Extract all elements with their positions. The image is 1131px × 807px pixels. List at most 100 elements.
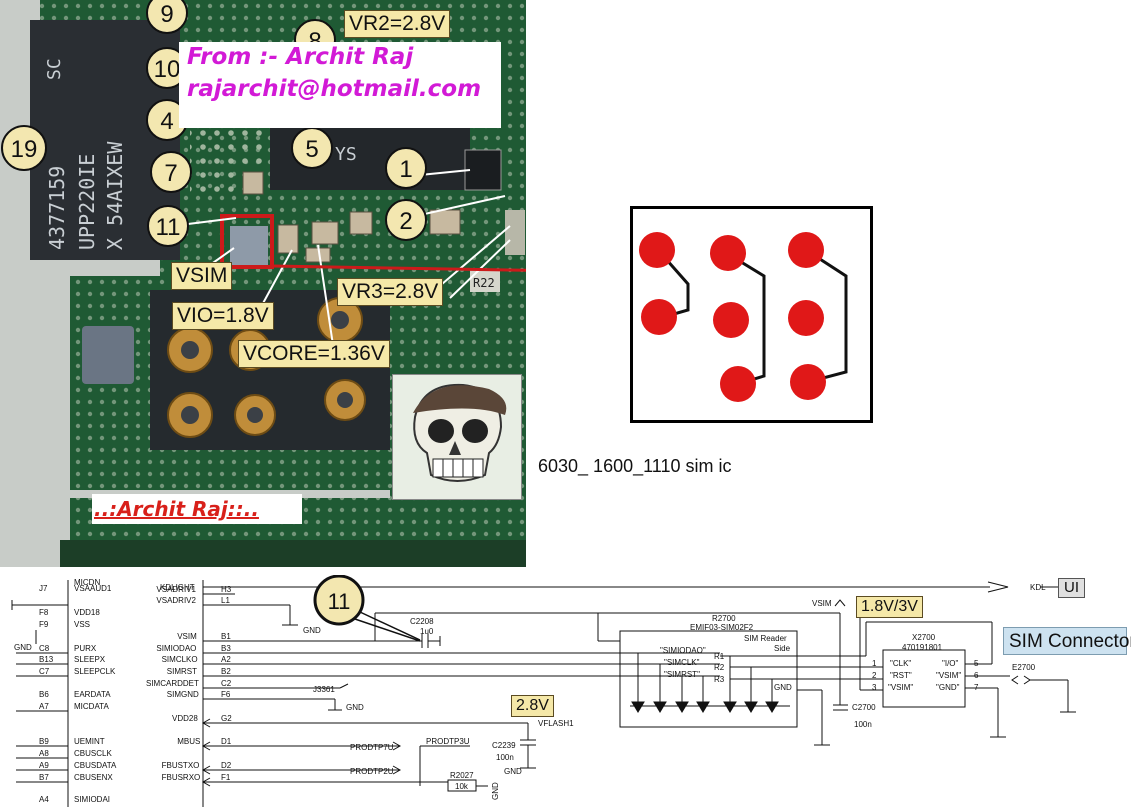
net-gnd-c2239: GND — [504, 767, 522, 776]
pinout-pad — [710, 235, 746, 271]
vsim-voltage-badge: 1.8V/3V — [856, 596, 923, 618]
r1-label: R1 — [714, 652, 725, 661]
kdlight-label: KDLIGHT — [160, 583, 195, 592]
r2700-gnd: GND — [774, 683, 792, 692]
kdl-label: KDL — [1030, 583, 1046, 592]
badge-10: 10 — [146, 47, 188, 89]
skull-drawing — [413, 383, 507, 482]
chip-marking-1: UPP220IE — [75, 154, 99, 250]
resistor-r22: R22 — [473, 276, 495, 290]
test-point-badges: 9 8 10 4 7 11 5 1 2 19 — [1, 0, 427, 247]
r2700-label: R2700 — [712, 614, 736, 623]
e2700-label: E2700 — [1012, 663, 1036, 672]
svg-text:10: 10 — [154, 56, 181, 83]
chip-marking-3: 4377159 — [45, 166, 69, 250]
net-gnd-r2027: GND — [491, 782, 500, 800]
x2700-pin5: 5 — [974, 659, 979, 668]
sim-reader-label: SIM Reader — [744, 634, 787, 643]
x2700-pin3: 3 — [872, 683, 877, 692]
pinout-pad — [788, 232, 824, 268]
svg-text:2: 2 — [399, 208, 412, 235]
x2700-pin7: 7 — [974, 683, 979, 692]
pinout-link-3 — [805, 248, 848, 384]
x2700-gnd: "GND" — [936, 683, 960, 692]
label-vcore: VCORE=1.36V — [238, 340, 390, 368]
simrst-quoted: "SIMRST" — [664, 670, 700, 679]
author-name: From :- Archit Raj — [187, 44, 414, 70]
pinout-caption: 6030_ 1600_1110 sim ic — [538, 456, 732, 476]
schematic-badge-11: 11 — [313, 575, 421, 642]
pinout-pad — [641, 299, 677, 335]
side-label: Side — [774, 644, 791, 653]
simclk-quoted: "SIMCLK" — [664, 658, 700, 667]
badge-7: 7 — [150, 151, 192, 193]
badge-19: 19 — [1, 125, 47, 171]
vsim-highlight-box — [220, 214, 274, 269]
x2700-number: 470191801 — [902, 643, 943, 652]
link-line — [271, 264, 526, 272]
badge-2: 2 — [385, 199, 427, 241]
pinout-pad — [790, 364, 826, 400]
svg-text:11: 11 — [156, 214, 181, 241]
micdn-label: MICDN — [74, 578, 100, 587]
x2700-label: X2700 — [912, 633, 936, 642]
x2700-vsim-2: "VSIM" — [936, 671, 961, 680]
r3-label: R3 — [714, 675, 725, 684]
svg-text:4: 4 — [160, 108, 173, 135]
pinout-pad — [720, 366, 756, 402]
c2208-value: 1u0 — [420, 627, 434, 636]
c2208-label: C2208 — [410, 617, 434, 626]
label-vio: VIO=1.8V — [172, 302, 274, 330]
svg-text:7: 7 — [164, 160, 177, 187]
x2700-vsim: "VSIM" — [888, 683, 913, 692]
svg-text:5: 5 — [305, 136, 318, 163]
chip-marking-2: X 54AIXEW — [103, 141, 127, 250]
chip-marking-sc: SC — [44, 58, 65, 80]
simiodao-quoted: "SIMIODAO" — [660, 646, 706, 655]
pinout-pad — [788, 300, 824, 336]
chip-marking-ys: YS — [335, 144, 357, 165]
label-vr3: VR3=2.8V — [337, 278, 444, 306]
schematic: GND GND GND C2208 1u0 J3361 VFLASH1 C223… — [11, 575, 1076, 807]
badge-1: 1 — [385, 147, 427, 189]
badge-5: 5 — [291, 127, 333, 169]
svg-text:9: 9 — [160, 1, 173, 28]
prodtp3u-label: PRODTP3U — [426, 737, 470, 746]
x2700-pin1: 1 — [872, 659, 877, 668]
sim-connector-label: SIM Connector — [1003, 627, 1131, 655]
badge-11: 11 — [147, 205, 189, 247]
r2027-label: R2027 — [450, 771, 474, 780]
net-gnd-simgnd: GND — [346, 703, 364, 712]
svg-text:19: 19 — [11, 136, 38, 163]
j3361-label: J3361 — [313, 685, 335, 694]
x2700-io: "I/O" — [942, 659, 959, 668]
signature: ..:Archit Raj::.. — [92, 494, 302, 524]
svg-text:11: 11 — [328, 589, 351, 614]
x2700-clk: "CLK" — [890, 659, 911, 668]
svg-text:1: 1 — [399, 156, 412, 183]
author-email-box: From :- Archit Raj rajarchit@hotmail.com — [179, 42, 501, 128]
label-vsim: VSIM — [171, 262, 233, 290]
skull-pirate-icon — [392, 374, 522, 500]
badge-4: 4 — [146, 99, 188, 141]
vsim-net-label: VSIM — [812, 599, 832, 608]
prodtp2u-label: PRODTP2U — [350, 767, 394, 776]
r2027-value: 10k — [455, 782, 469, 791]
vflash-label: VFLASH1 — [538, 719, 574, 728]
x2700-pin2: 2 — [872, 671, 877, 680]
emif-label: EMIF03-SIM02F2 — [690, 623, 754, 632]
net-gnd-1: GND — [303, 626, 321, 635]
prodtp7u-label: PRODTP7U — [350, 743, 394, 752]
pinout-pad — [639, 232, 675, 268]
c2700-label: C2700 — [852, 703, 876, 712]
sim-ic-pinout-box — [630, 206, 873, 423]
badge-9: 9 — [146, 0, 188, 34]
vdd28-voltage-badge: 2.8V — [511, 695, 554, 717]
c2239-label: C2239 — [492, 741, 516, 750]
x2700-rst: "RST" — [890, 671, 912, 680]
pinout-pad — [713, 302, 749, 338]
ui-badge: UI — [1058, 578, 1085, 598]
c2700-value: 100n — [854, 720, 872, 729]
author-email: rajarchit@hotmail.com — [187, 76, 482, 102]
signature-text: ..:Archit Raj::.. — [94, 497, 259, 521]
